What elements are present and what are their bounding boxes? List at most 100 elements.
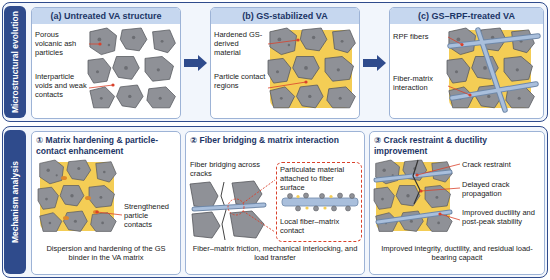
- text-slot: Local fiber–matrix contact: [280, 217, 358, 235]
- drawn-g: [376, 172, 450, 222]
- callout-label: RPF fibers: [393, 32, 445, 41]
- callout-label: Strengthened particle contacts: [124, 202, 176, 229]
- text-slot: (c) GS–RPF-treated VA: [390, 8, 543, 24]
- text-slot: Fiber–matrix friction, mechanical interl…: [190, 244, 360, 262]
- text-slot: Porous volcanic ash particles: [35, 30, 87, 57]
- text-slot: (b) GS-stabilized VA: [211, 8, 359, 24]
- drawn-g: [450, 30, 538, 110]
- text-slot: ① Matrix hardening & particle-contact en…: [36, 135, 176, 156]
- drawn-line: [378, 212, 450, 222]
- panel-heading: ③ Crack restraint & ductility improvemen…: [374, 135, 540, 156]
- drawn-line: [452, 84, 536, 98]
- contact-marks: [61, 176, 99, 220]
- drawn-circle: [296, 38, 299, 41]
- callout-label: Interparticle voids and weak contacts: [35, 72, 87, 99]
- panel-heading: (a) Untreated VA structure: [32, 8, 180, 24]
- drawn-ellipse: [93, 210, 99, 214]
- panel-heading: ① Matrix hardening & particle-contact en…: [36, 135, 176, 156]
- callout-label: Improved ductility and post-peak stabili…: [462, 208, 540, 226]
- fibers: [450, 30, 538, 110]
- drawn-circle: [350, 194, 355, 199]
- drawn-line: [268, 82, 306, 88]
- callout-label: Particulate material attached to fiber s…: [280, 165, 358, 192]
- text-slot: ③ Crack restraint & ductility improvemen…: [374, 135, 540, 156]
- callout-label: Delayed crack propagation: [462, 180, 540, 198]
- drawn-line: [478, 30, 505, 110]
- drawn-circle: [314, 206, 319, 211]
- fibers: [376, 172, 450, 222]
- text-slot: Delayed crack propagation: [462, 180, 540, 198]
- drawn-ellipse: [85, 196, 91, 200]
- text-slot: Fiber-matrix interaction: [393, 74, 445, 92]
- callout-label: Crack restraint: [462, 160, 540, 169]
- drawn-line: [89, 44, 100, 45]
- text-slot: (a) Untreated VA structure: [32, 8, 180, 24]
- section-label: Microstructural evolution: [4, 6, 26, 118]
- drawn-ellipse: [63, 216, 69, 220]
- drawn-circle: [98, 42, 101, 45]
- drawn-circle: [332, 206, 337, 211]
- text-slot: Particulate material attached to fiber s…: [280, 165, 358, 192]
- drawn-circle: [304, 80, 307, 83]
- drawn-line: [268, 40, 298, 44]
- drawn-circle: [296, 206, 301, 211]
- text-slot: RPF fibers: [393, 32, 445, 41]
- text-slot: Improved integrity, ductility, and resid…: [374, 244, 540, 262]
- text-slot: Improved ductility and post-peak stabili…: [462, 208, 540, 226]
- text-slot: ② Fiber bridging & matrix interaction: [190, 135, 360, 146]
- drawn-circle: [438, 212, 441, 215]
- particle-cluster: [374, 160, 452, 231]
- drawn-g: [450, 30, 538, 110]
- drawn-circle: [304, 193, 309, 198]
- drawn-circle: [305, 206, 308, 209]
- text-slot: Dispersion and hardening of the GS binde…: [36, 244, 176, 262]
- leader-lines: [448, 37, 472, 97]
- drawn-circle: [320, 194, 325, 199]
- particle-cluster: [268, 28, 355, 108]
- leader-lines: [268, 38, 308, 88]
- drawn-circle: [346, 206, 351, 211]
- callout-label: Particle contact regions: [214, 72, 266, 90]
- drawn-line: [378, 212, 450, 222]
- drawn-line: [450, 36, 538, 46]
- drawn-circle: [288, 194, 293, 199]
- drawn-circle: [460, 43, 463, 46]
- drawn-circle: [419, 189, 422, 192]
- callout-label: Porous volcanic ash particles: [35, 30, 87, 57]
- panel-caption: Dispersion and hardening of the GS binde…: [36, 244, 176, 262]
- panel-heading: (c) GS–RPF-treated VA: [390, 8, 543, 24]
- drawn-circle: [329, 195, 332, 198]
- panel-caption: Fiber–matrix friction, mechanical interl…: [190, 244, 360, 262]
- panel-heading: ② Fiber bridging & matrix interaction: [190, 135, 360, 146]
- drawn-circle: [111, 83, 114, 86]
- text-slot: Fiber bridging across cracks: [190, 160, 272, 178]
- text-slot: Crack restraint: [462, 160, 540, 169]
- drawn-ellipse: [61, 176, 67, 180]
- drawn-circle: [296, 195, 299, 198]
- text-slot: Interparticle voids and weak contacts: [35, 72, 87, 99]
- drawn-line: [450, 36, 538, 46]
- drawn-circle: [415, 173, 418, 176]
- section-label: Mechanism analysis: [4, 130, 26, 274]
- crack-line: [413, 160, 420, 204]
- text-slot: Strengthened particle contacts: [124, 202, 176, 229]
- text-slot: Hardened GS-derived material: [214, 30, 266, 57]
- callout-label: Local fiber–matrix contact: [280, 217, 358, 235]
- drawn-circle: [468, 93, 471, 96]
- drawn-circle: [95, 210, 98, 213]
- particle-cluster: [88, 28, 175, 108]
- callout-label: Fiber bridging across cracks: [190, 160, 272, 178]
- particle-cluster: [38, 160, 116, 231]
- text-slot: Particle contact regions: [214, 72, 266, 90]
- drawn-circle: [323, 206, 326, 209]
- drawn-g: [376, 172, 450, 222]
- drawn-line: [448, 37, 462, 45]
- drawn-rect: [282, 198, 358, 206]
- drawn-line: [448, 86, 470, 95]
- drawn-circle: [338, 193, 343, 198]
- callout-label: Fiber-matrix interaction: [393, 74, 445, 92]
- callout-label: Hardened GS-derived material: [214, 30, 266, 57]
- drawn-line: [452, 84, 536, 98]
- panel-heading: (b) GS-stabilized VA: [211, 8, 359, 24]
- panel-caption: Improved integrity, ductility, and resid…: [374, 244, 540, 262]
